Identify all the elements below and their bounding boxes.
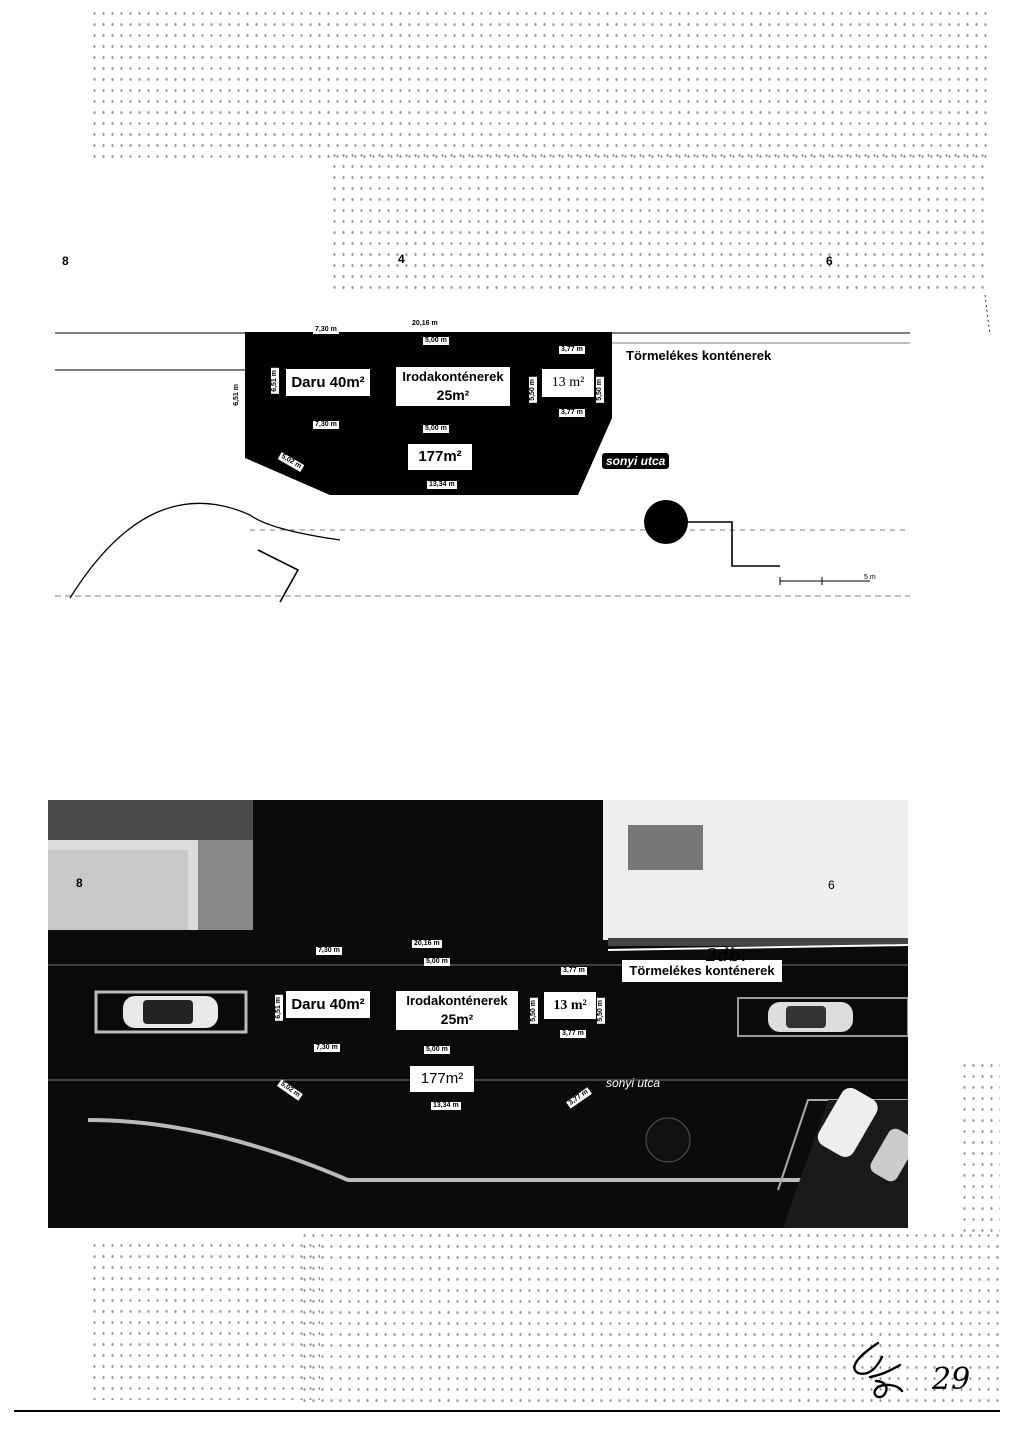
dim-scale: 5 m — [864, 574, 876, 581]
aerial-photo: 8 6 7,30 m 20,16 m 5,00 m 3,77 m 6,51 m … — [48, 800, 908, 1228]
curved-road — [69, 502, 341, 599]
site-plan: 8 4 6 7,30 m 20,16 m 5,00 m 3,77 m 6,51 … — [0, 240, 1024, 610]
point-c: 6 — [826, 254, 833, 268]
dim-bottom-total: 13,34 m — [427, 481, 457, 489]
plan-lines — [55, 294, 991, 603]
point-a: 4 — [398, 252, 405, 266]
debris-containers-label: Törmelékes konténerek — [626, 348, 772, 363]
photo-office-container-label: Irodakonténerek 25m² — [396, 991, 518, 1030]
street-label: sonyi utca — [602, 453, 670, 469]
photo-dim-bottom-left: 7,30 m — [314, 1044, 340, 1052]
dim-left-inner: 6,51 m — [271, 368, 279, 394]
dim-top-mid: 5,00 m — [423, 337, 449, 345]
dim-bottom-right: 3,77 m — [559, 409, 585, 417]
dim-mid-right: 5,50 m — [529, 377, 537, 403]
photo-dim-top-right: 3,77 m — [561, 967, 587, 975]
dim-right-inner: 5,50 m — [596, 377, 604, 403]
stipple-bottom — [300, 1230, 1000, 1405]
photo-small-area-label: 13 m² — [544, 992, 596, 1019]
photo-dim-bottom-total: 13,34 m — [431, 1102, 461, 1110]
photo-dim-top-left: 7,30 m — [316, 947, 342, 955]
photo-debris-containers-label: Törmelékes konténerek — [622, 960, 782, 982]
stipple-top — [90, 8, 990, 158]
office-area-text: 25m² — [436, 387, 470, 403]
crane-area-label: Daru 40m² — [286, 369, 370, 396]
photo-main-area-label: 177m² — [410, 1066, 474, 1092]
photo-dim-left-inner: 6,51 m — [275, 995, 283, 1021]
main-area-label: 177m² — [408, 444, 472, 470]
photo-crane-area-label: Daru 40m² — [286, 991, 370, 1018]
stipple-bottom-left — [90, 1240, 320, 1400]
stipple-right-edge — [960, 1060, 1000, 1240]
photo-point-b: 8 — [76, 876, 83, 890]
photo-dim-bottom-right: 3,77 m — [560, 1030, 586, 1038]
point-b: 8 — [62, 254, 69, 268]
dim-top-right: 3,77 m — [559, 346, 585, 354]
office-label-text: Irodakonténerek — [402, 369, 504, 384]
photo-dim-bottom-mid: 5,00 m — [424, 1046, 450, 1054]
dim-bottom-mid: 5,00 m — [423, 425, 449, 433]
photo-dim-top-total: 20,16 m — [412, 940, 442, 948]
handwritten-note: 2db. — [706, 945, 747, 966]
stipple-top-right — [330, 150, 990, 290]
dim-bottom-left: 7,30 m — [313, 421, 339, 429]
photo-street-label: sonyi utca — [606, 1076, 661, 1090]
photo-point-c: 6 — [828, 878, 835, 892]
photo-background — [48, 800, 908, 1228]
photo-dim-mid-right: 5,50 m — [530, 998, 538, 1024]
office-container-label: Irodakonténerek 25m² — [396, 367, 510, 406]
tree-symbol — [644, 500, 688, 544]
photo-dim-top-mid: 5,00 m — [424, 958, 450, 966]
dim-left-outer: 6,51 m — [233, 382, 241, 408]
photo-dim-right-inner: 5,50 m — [597, 998, 605, 1024]
page-number: 29 — [932, 1362, 971, 1397]
signature — [853, 1341, 904, 1399]
dim-top-left: 7,30 m — [313, 326, 339, 334]
small-area-label: 13 m² — [542, 369, 594, 397]
photo-office-area-text: 25m² — [440, 1011, 474, 1027]
bottom-rule — [14, 1410, 1000, 1412]
photo-office-label-text: Irodakonténerek — [406, 993, 508, 1008]
dim-top-total: 20,16 m — [410, 320, 440, 328]
